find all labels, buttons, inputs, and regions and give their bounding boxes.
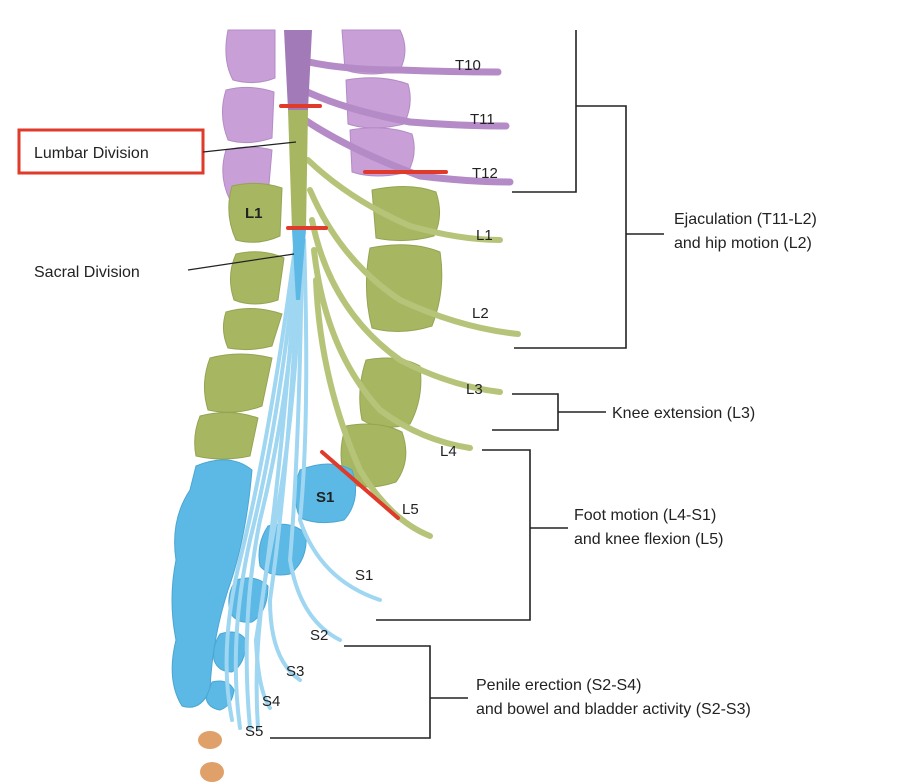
nerve-label-l2: L2 xyxy=(472,305,489,322)
nerve-label-l1: L1 xyxy=(476,227,493,244)
nerve-label-l5: L5 xyxy=(402,501,419,518)
nerve-label-t10: T10 xyxy=(455,57,481,74)
vertebra-label-l1: L1 xyxy=(245,205,263,222)
nerve-label-s4: S4 xyxy=(262,693,280,710)
thoracic-nerves xyxy=(296,56,514,186)
nerve-label-s2: S2 xyxy=(310,627,328,644)
nerve-label-t11: T11 xyxy=(470,111,495,128)
lumbar-cord xyxy=(288,110,308,230)
function-ejaculation-line1: Ejaculation (T11-L2) xyxy=(674,211,817,228)
function-foot-line1: Foot motion (L4-S1) xyxy=(574,507,716,524)
nerve-label-s5: S5 xyxy=(245,723,263,740)
division-markers xyxy=(279,104,448,520)
function-brackets xyxy=(270,30,664,739)
vertebra-label-s1: S1 xyxy=(316,489,334,506)
function-knee-extension: Knee extension (L3) xyxy=(612,405,755,422)
lumbar-nerves xyxy=(305,157,521,539)
division-leaders xyxy=(187,141,297,271)
lumbar-division-label: Lumbar Division xyxy=(34,145,149,162)
nerve-label-l3: L3 xyxy=(466,381,483,398)
bracket-penile xyxy=(270,645,431,739)
bracket-ejaculation xyxy=(514,105,627,349)
sacral-nerves xyxy=(224,238,382,730)
nerve-label-s3: S3 xyxy=(286,663,304,680)
bracket-knee-extension xyxy=(492,393,559,431)
bracket-t11-t12 xyxy=(512,30,577,193)
function-foot-line2: and knee flexion (L5) xyxy=(574,531,723,548)
function-penile-line2: and bowel and bladder activity (S2-S3) xyxy=(476,701,751,718)
bracket-foot-motion xyxy=(376,449,531,621)
nerve-label-s1: S1 xyxy=(355,567,373,584)
marker-s1 xyxy=(320,450,400,520)
thoracic-cord xyxy=(284,30,312,110)
coccyx xyxy=(198,731,224,782)
sacral-cord xyxy=(292,230,306,300)
sacral-division-label: Sacral Division xyxy=(34,264,140,281)
nerve-label-l4: L4 xyxy=(440,443,457,460)
function-penile-line1: Penile erection (S2-S4) xyxy=(476,677,641,694)
function-ejaculation-line2: and hip motion (L2) xyxy=(674,235,812,252)
nerve-label-t12: T12 xyxy=(472,165,498,182)
